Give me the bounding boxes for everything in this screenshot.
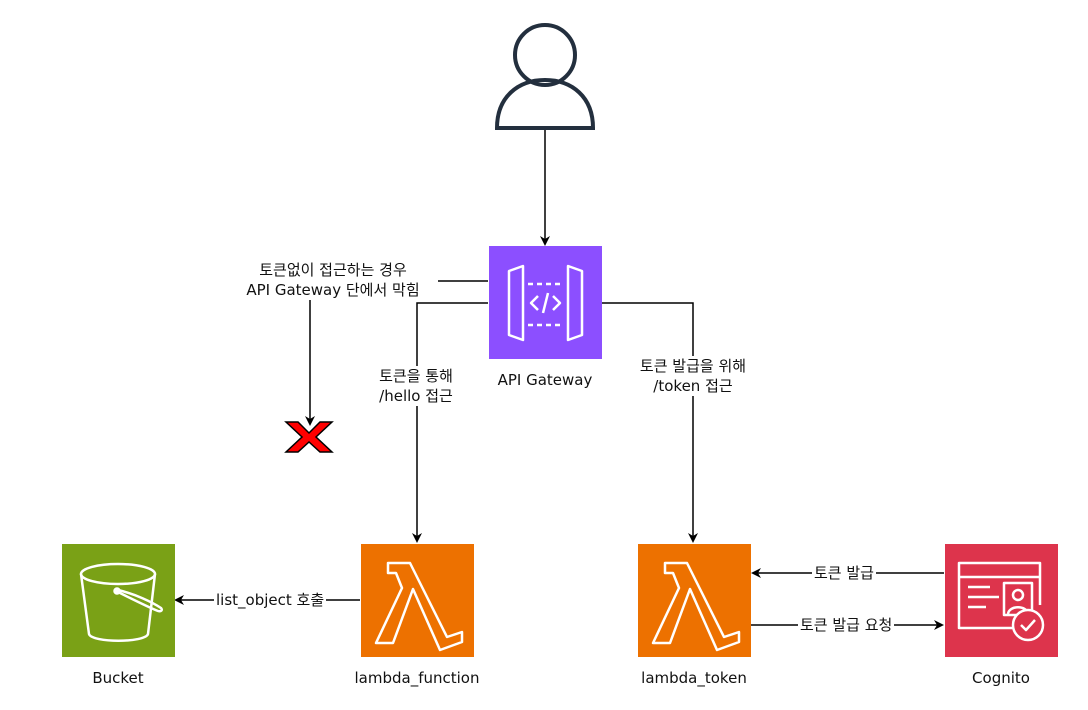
blocked-label: 토큰없이 접근하는 경우 API Gateway 단에서 막힘 xyxy=(226,260,440,300)
blocked-label-line2: API Gateway 단에서 막힘 xyxy=(228,280,438,300)
blocked-x-icon xyxy=(284,421,334,453)
user-icon xyxy=(494,23,596,130)
api-gateway-label: API Gateway xyxy=(497,371,593,389)
lambda-token-label: lambda_token xyxy=(641,669,747,687)
hello-route-label: 토큰을 통해 /hello 접근 xyxy=(377,366,455,406)
cognito-icon[interactable] xyxy=(945,544,1058,657)
token-issued-label: 토큰 발급 xyxy=(812,563,876,583)
cognito-label: Cognito xyxy=(972,669,1030,687)
blocked-label-line1: 토큰없이 접근하는 경우 xyxy=(259,261,407,279)
lambda-token-icon[interactable] xyxy=(638,544,751,657)
token-request-label: 토큰 발급 요청 xyxy=(798,615,895,635)
bucket-label: Bucket xyxy=(92,669,144,687)
lambda-function-label: lambda_function xyxy=(354,669,480,687)
hello-route-label-line2: /hello 접근 xyxy=(379,387,453,405)
lambda-function-icon[interactable] xyxy=(361,544,474,657)
edge-gateway-to-lambda-token xyxy=(602,302,698,543)
s3-bucket-icon[interactable] xyxy=(62,544,175,657)
token-route-label-line2: /token 접근 xyxy=(653,377,733,395)
list-object-label: list_object 호출 xyxy=(214,590,327,610)
api-gateway-icon[interactable] xyxy=(489,246,602,359)
token-route-label: 토큰 발급을 위해 /token 접근 xyxy=(637,356,749,396)
hello-route-label-line1: 토큰을 통해 xyxy=(379,367,453,385)
token-route-label-line1: 토큰 발급을 위해 xyxy=(639,357,747,375)
edge-gateway-to-lambda-function xyxy=(412,302,488,543)
